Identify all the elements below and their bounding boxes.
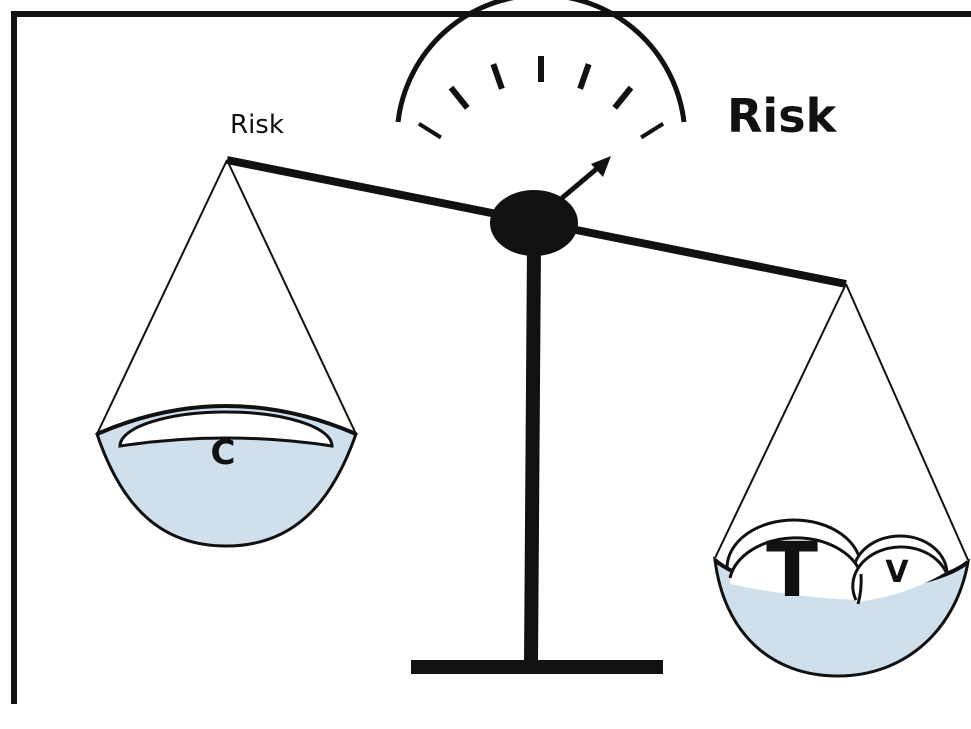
scale-stand-base <box>411 660 663 674</box>
gauge-tick <box>448 85 470 110</box>
left-pan-strings <box>96 159 357 435</box>
gauge-needle-arrow <box>560 156 611 200</box>
gauge-arc <box>395 0 687 123</box>
scale-pivot <box>490 190 578 256</box>
right-weight-small-label: V <box>885 555 909 590</box>
risk-gauge <box>395 0 687 140</box>
gauge-ticks <box>417 56 665 140</box>
right-risk-label: Risk <box>727 89 838 143</box>
gauge-tick <box>612 85 634 110</box>
frame-border <box>11 11 971 704</box>
left-weight-c-top <box>118 410 334 448</box>
gauge-tick <box>577 63 592 90</box>
gauge-tick <box>490 63 505 90</box>
scale-stand-post <box>524 244 541 664</box>
right-pan-strings <box>714 283 969 561</box>
left-risk-label: Risk <box>230 110 284 140</box>
right-weight-large-label: T <box>766 525 818 614</box>
gauge-tick <box>640 122 665 140</box>
gauge-tick <box>417 122 442 140</box>
left-weight-label: C <box>211 433 236 473</box>
